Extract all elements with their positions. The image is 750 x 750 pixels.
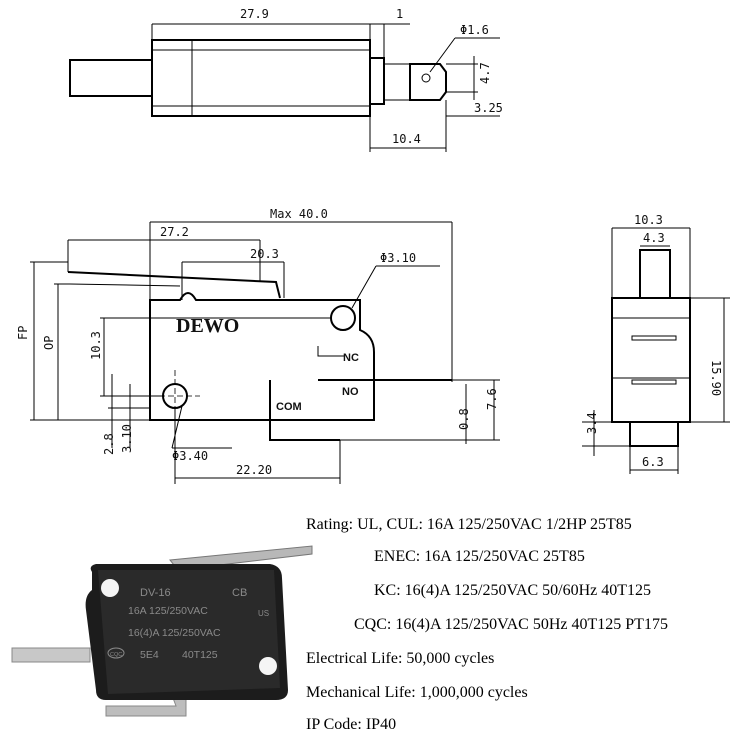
dim-top-pin-hole: Φ1.6 bbox=[460, 23, 489, 37]
dim-side-actuator-width: 4.3 bbox=[643, 231, 665, 245]
dim-top-hole: Φ3.10 bbox=[380, 251, 416, 265]
spec-enec: ENEC: 16A 125/250VAC 25T85 bbox=[374, 548, 585, 565]
front-view: DEWO NC NO COM Max 40.0 27.2 20.3 Φ3.10 … bbox=[16, 207, 500, 484]
dim-actuator-position: 20.3 bbox=[250, 247, 279, 261]
dim-bottom-hole: Φ3.40 bbox=[172, 449, 208, 463]
photo-model-text: DV-16 bbox=[140, 587, 171, 599]
spec-electrical-life: Electrical Life: 50,000 cycles bbox=[306, 650, 495, 667]
side-view: 10.3 4.3 15.90 3.4 6.3 bbox=[582, 213, 730, 474]
dim-top-gap: 1 bbox=[396, 7, 403, 21]
brand-logo-text: DEWO bbox=[176, 315, 239, 337]
spec-kc: KC: 16(4)A 125/250VAC 50/60Hz 40T125 bbox=[374, 582, 652, 599]
switch-photo: DV-16 CB 16A 125/250VAC US 16(4)A 125/25… bbox=[11, 545, 313, 717]
dim-hole-offset: 2.8 bbox=[102, 433, 116, 455]
dim-top-terminal-width: 3.25 bbox=[474, 101, 503, 115]
dim-side-height: 15.90 bbox=[709, 360, 723, 396]
dim-top-terminal-length: 10.4 bbox=[392, 132, 421, 146]
spec-cqc: CQC: 16(4)A 125/250VAC 50Hz 40T125 PT175 bbox=[354, 616, 668, 633]
dim-max-length: Max 40.0 bbox=[270, 207, 328, 221]
photo-temp-text: 40T125 bbox=[182, 649, 218, 661]
dim-operating-position: OP bbox=[42, 336, 56, 350]
spec-ip-code: IP Code: IP40 bbox=[306, 716, 397, 733]
spec-mechanical-life: Mechanical Life: 1,000,000 cycles bbox=[306, 684, 528, 701]
dim-top-terminal-height: 4.7 bbox=[478, 62, 492, 84]
photo-cqc-badge: CQC bbox=[110, 652, 122, 658]
dim-hole-spacing: 10.3 bbox=[89, 331, 103, 360]
no-terminal-label: NO bbox=[342, 386, 359, 398]
photo-life-text: 5E4 bbox=[140, 649, 159, 661]
top-view: 27.9 1 Φ1.6 4.7 3.25 10.4 bbox=[69, 7, 503, 152]
dim-terminal-spacing: 22.20 bbox=[236, 463, 272, 477]
dim-side-bottom-width: 6.3 bbox=[642, 455, 664, 469]
spec-rating: Rating: UL, CUL: 16A 125/250VAC 1/2HP 25… bbox=[306, 516, 632, 533]
photo-cb-mark: CB bbox=[232, 587, 247, 599]
dim-side-bottom-height: 3.4 bbox=[585, 412, 599, 434]
photo-rating-text: 16A 125/250VAC bbox=[128, 605, 208, 617]
dim-terminal-height: 7.6 bbox=[485, 388, 499, 410]
nc-terminal-label: NC bbox=[343, 352, 359, 364]
dim-top-width: 27.9 bbox=[240, 7, 269, 21]
photo-rating-text-2: 16(4)A 125/250VAC bbox=[128, 627, 221, 639]
dim-side-width: 10.3 bbox=[634, 213, 663, 227]
photo-ul-mark: US bbox=[258, 609, 269, 618]
dim-lever-length: 27.2 bbox=[160, 225, 189, 239]
dim-free-position: FP bbox=[16, 326, 30, 340]
dim-hole-diameter-offset: 3.10 bbox=[120, 424, 134, 453]
dim-terminal-thickness: 0.8 bbox=[457, 408, 471, 430]
com-terminal-label: COM bbox=[276, 401, 302, 413]
